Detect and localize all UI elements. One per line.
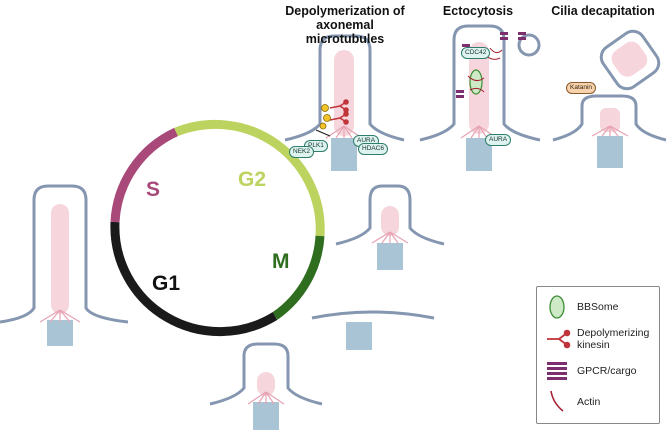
cilium-depolymerization <box>284 34 405 171</box>
legend-label-bbsome: BBSome <box>577 301 619 313</box>
cycle-arc-g1 <box>110 221 278 337</box>
legend-item-kinesin: Depolymerizing kinesin <box>537 323 659 357</box>
cycle-arc-s <box>110 127 178 223</box>
legend-item-bbsome: BBSome <box>537 295 659 319</box>
header-depolymerization: Depolymerization of axonemal microtubule… <box>285 4 405 46</box>
cilium-shortened-g2 <box>335 184 445 270</box>
bbsome-icon <box>549 295 565 319</box>
protein-aura-2: AURA <box>485 134 512 146</box>
phase-label-g2: G2 <box>238 168 267 191</box>
actin-icon <box>550 390 564 412</box>
cell-cycle-ring <box>110 119 325 337</box>
legend-item-actin: Actin <box>537 389 659 415</box>
kinesin-icon <box>547 329 571 349</box>
legend-label-kinesin: Depolymerizing kinesin <box>577 327 650 351</box>
cilium-regrowth-g1 <box>209 342 323 430</box>
cilium-g1-full <box>0 184 129 346</box>
protein-hdac6: HDAC6 <box>358 143 389 155</box>
phase-label-s: S <box>146 178 161 201</box>
phase-label-m: M <box>272 250 290 273</box>
gpcr-cargo-icon <box>547 362 567 380</box>
cycle-arc-m <box>272 235 325 320</box>
protein-cdc42: CDC42 <box>461 47 491 59</box>
legend-item-gpcr: GPCR/cargo <box>537 359 659 383</box>
protein-nek2: NEK2 <box>289 146 314 158</box>
phase-label-g1: G1 <box>152 272 181 295</box>
legend-label-gpcr: GPCR/cargo <box>577 365 637 377</box>
cilium-ectocytosis <box>419 24 541 171</box>
header-ectocytosis: Ectocytosis <box>442 4 514 18</box>
cell-no-cilium-m <box>311 310 435 350</box>
cilium-decapitation <box>552 29 667 168</box>
legend-label-actin: Actin <box>577 396 601 408</box>
legend-box: BBSome Depolymerizing kinesin GPCR/cargo… <box>536 286 660 424</box>
header-decapitation: Cilia decapitation <box>551 4 655 18</box>
protein-katanin: Katanin <box>566 82 597 94</box>
cycle-arc-g2 <box>174 119 325 237</box>
